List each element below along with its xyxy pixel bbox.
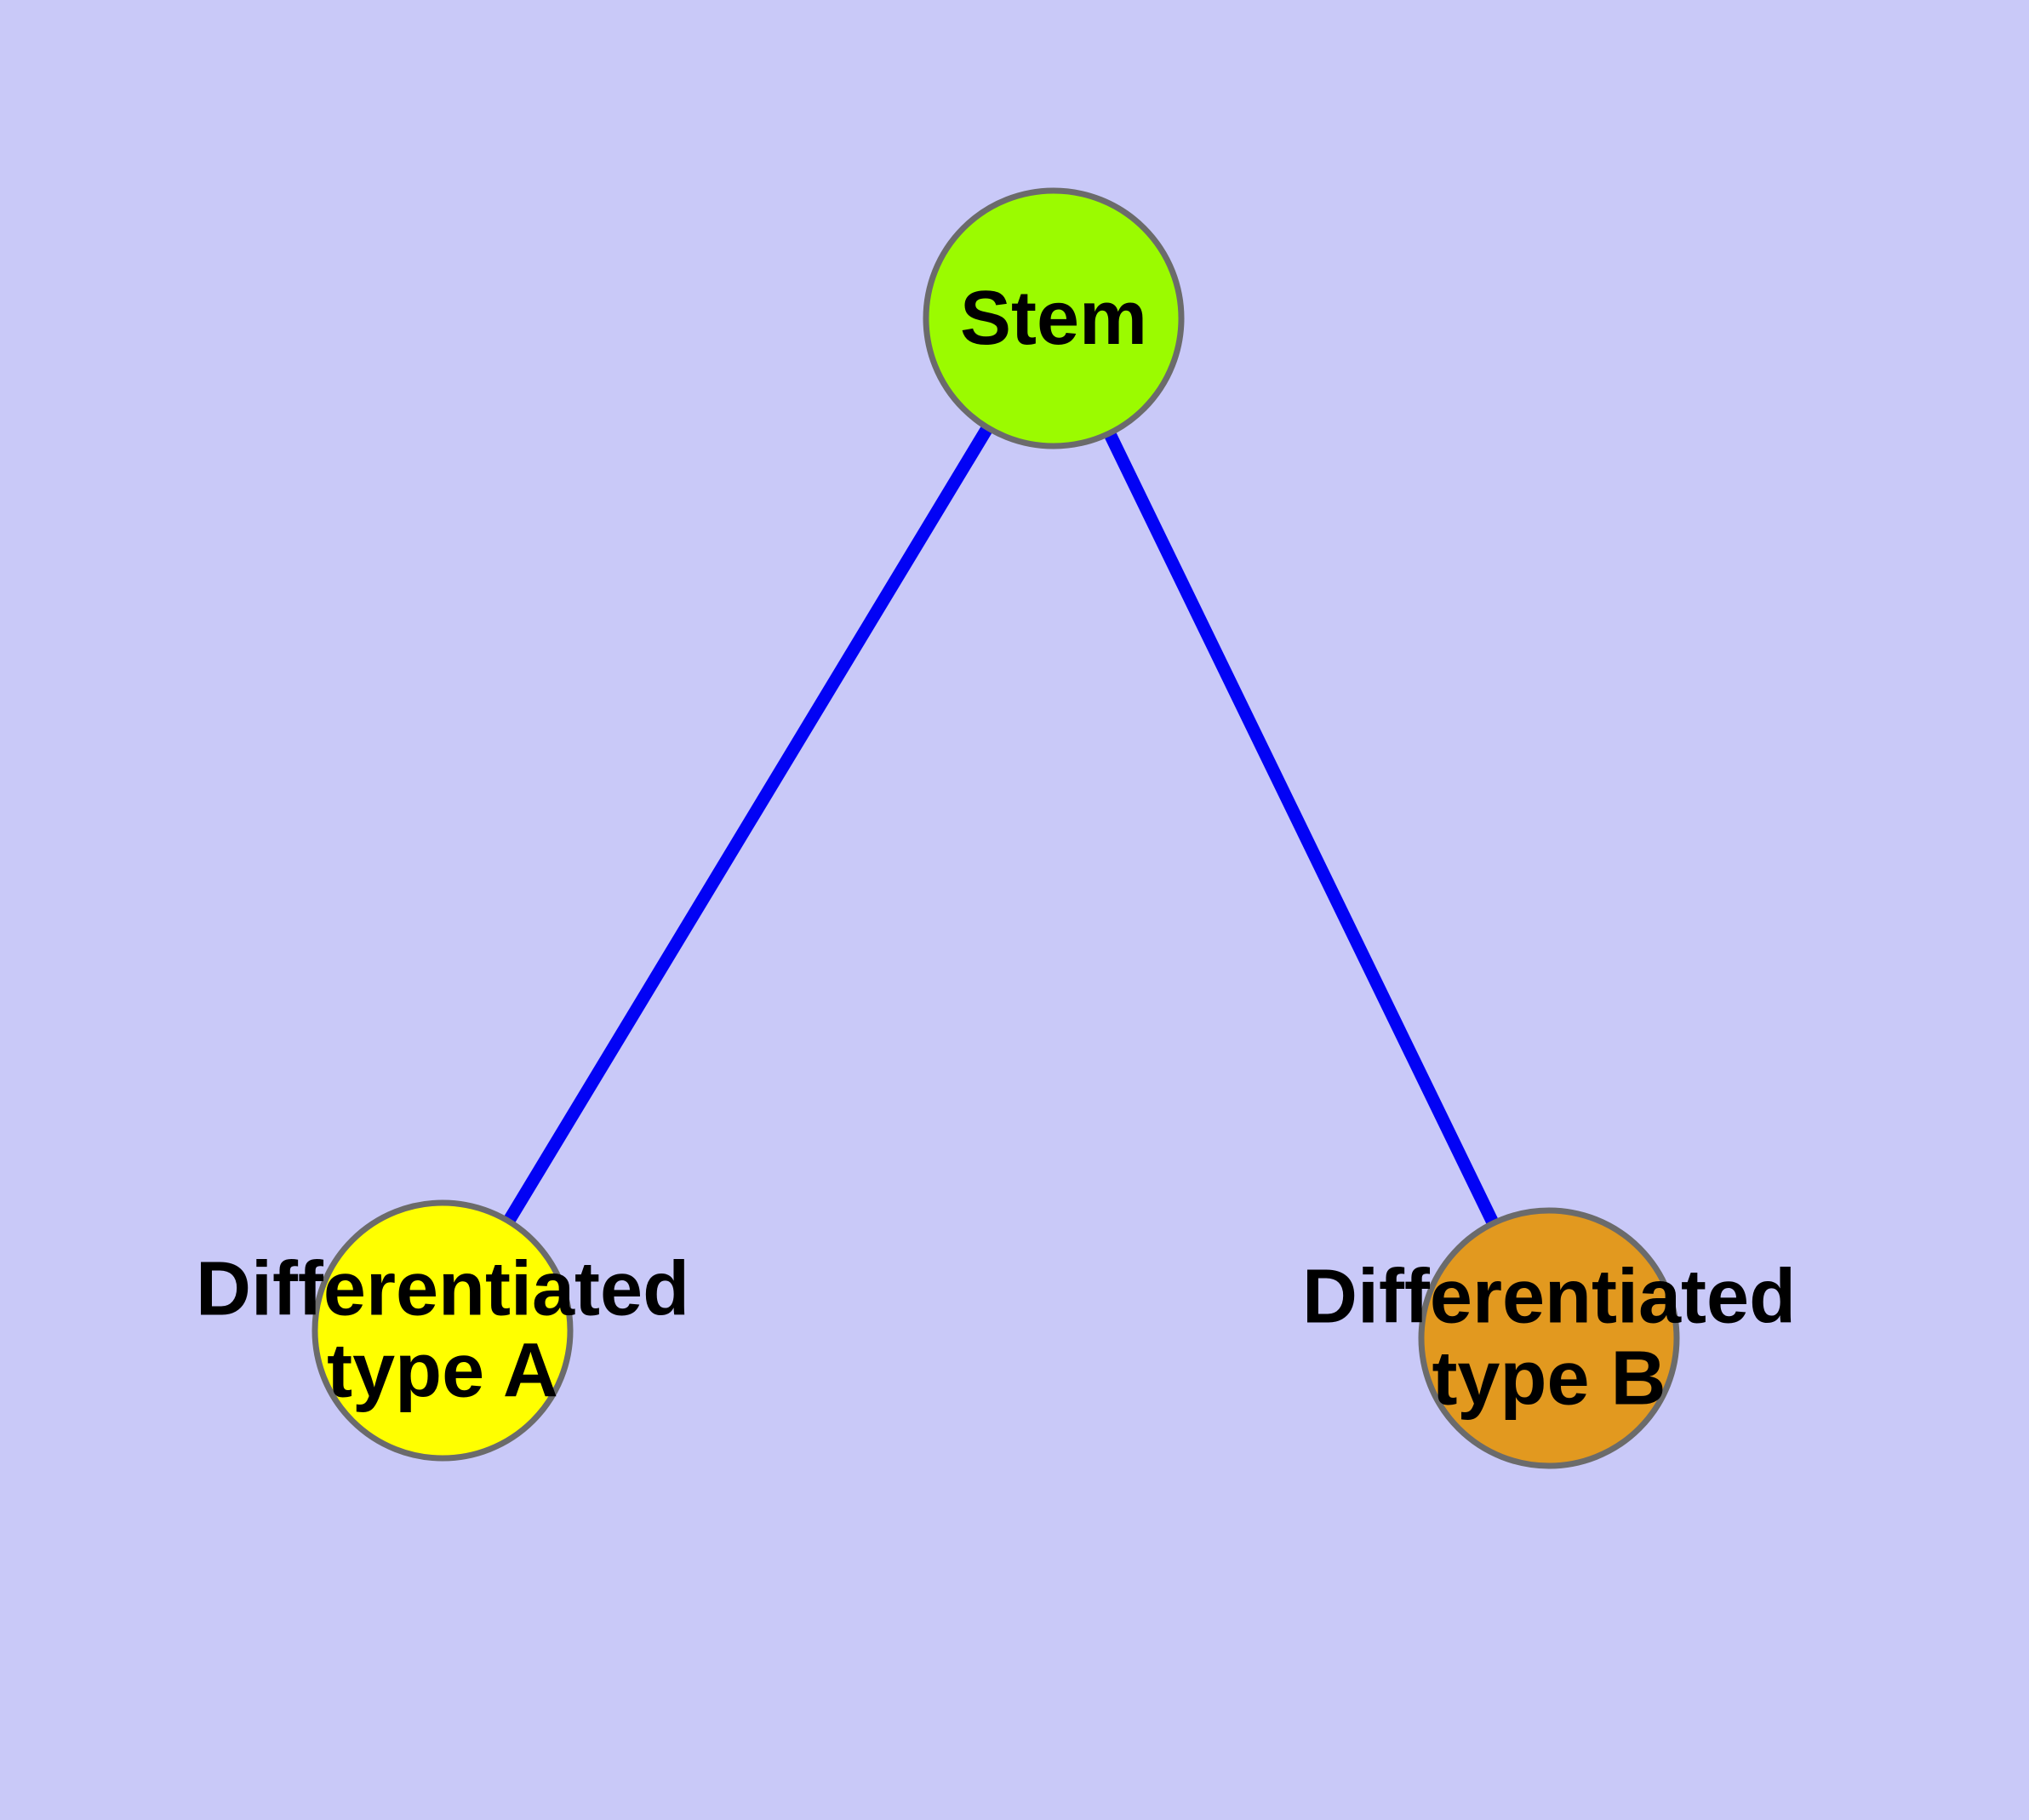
edges-layer (437, 315, 1555, 1342)
edge-stem-to-differentiated-type-a (437, 315, 1060, 1334)
node-circle-stem (923, 187, 1185, 449)
edge-stem-to-differentiated-type-b (1048, 315, 1555, 1342)
node-circle-differentiated-type-b (1418, 1207, 1680, 1469)
nodes-layer (311, 187, 1680, 1469)
node-circle-differentiated-type-a (311, 1199, 574, 1462)
